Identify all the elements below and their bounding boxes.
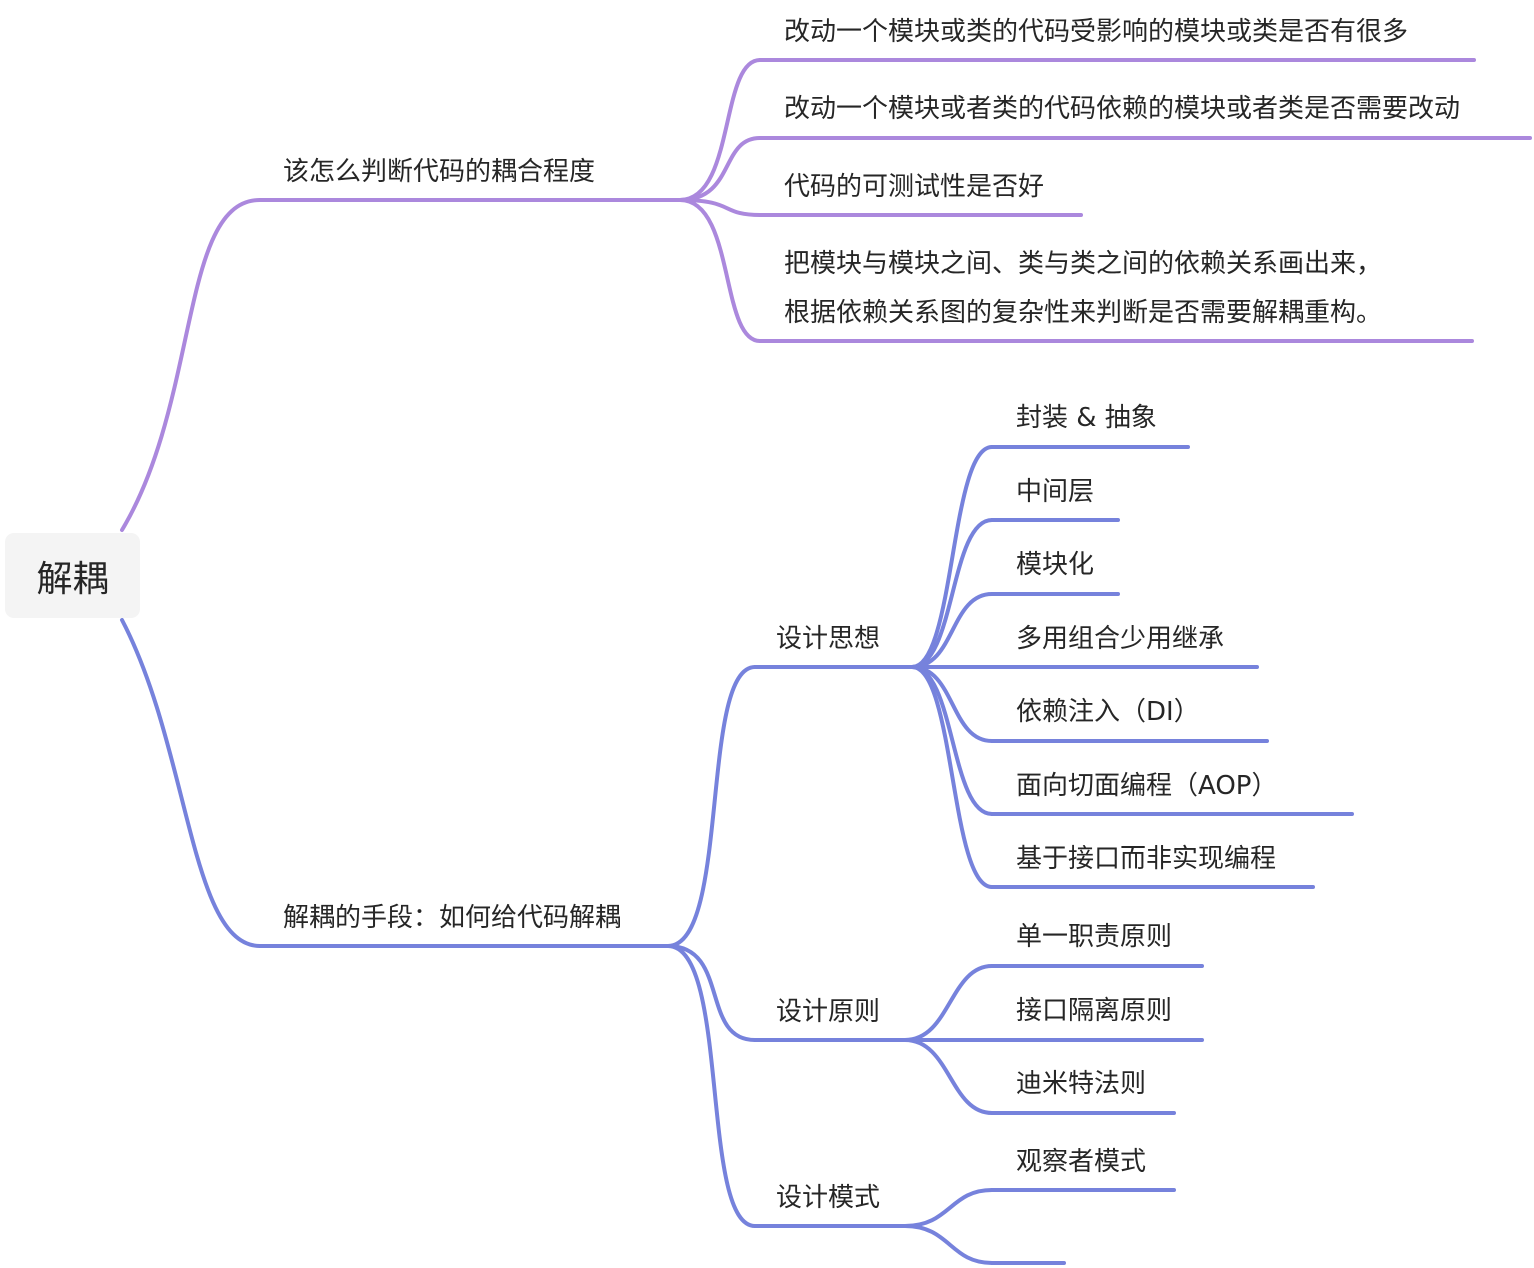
node-observer-pattern[interactable]: 观察者模式 (1016, 1147, 1147, 1177)
connector-judgement-child-2 (678, 136, 762, 202)
node-program-to-interface[interactable]: 基于接口而非实现编程 (1016, 844, 1277, 874)
node-coupling-judgement[interactable]: 该怎么判断代码的耦合程度 (283, 157, 596, 187)
node-middle-layer[interactable]: 中间层 (1016, 477, 1095, 507)
connector-ideas-child-2 (910, 518, 994, 669)
connector-principles-child-1 (903, 964, 994, 1042)
node-composition-over-inheritance[interactable]: 多用组合少用继承 (1016, 624, 1225, 654)
connector-ideas-child-5 (910, 665, 994, 743)
node-design-principles[interactable]: 设计原则 (776, 997, 881, 1027)
node-judgement-child-1[interactable]: 改动一个模块或类的代码受影响的模块或类是否有很多 (784, 17, 1409, 47)
connector-judgement-child-1 (678, 58, 762, 202)
connector-principles-child-3 (903, 1038, 994, 1115)
connector-root-to-coupling-judgement (120, 198, 262, 532)
connector-ideas-child-7 (910, 665, 994, 889)
node-design-patterns[interactable]: 设计模式 (776, 1183, 881, 1213)
connector-root-to-decoupling-methods (120, 618, 262, 948)
node-design-ideas[interactable]: 设计思想 (776, 624, 881, 654)
connector-methods-to-design-ideas (666, 665, 757, 948)
connector-methods-to-design-patterns (666, 944, 757, 1228)
connector-lines (120, 58, 994, 1265)
root-node[interactable]: 解耦 (5, 533, 140, 618)
node-dependency-injection[interactable]: 依赖注入（DI） (1016, 697, 1200, 727)
connector-ideas-child-1 (910, 445, 994, 669)
connector-ideas-child-3 (910, 592, 994, 669)
node-decoupling-methods[interactable]: 解耦的手段：如何给代码解耦 (283, 903, 622, 933)
node-encapsulation-abstraction[interactable]: 封装 & 抽象 (1016, 403, 1157, 433)
node-judgement-child-4-line-2[interactable]: 根据依赖关系图的复杂性来判断是否需要解耦重构。 (784, 298, 1383, 328)
node-aop[interactable]: 面向切面编程（AOP） (1016, 771, 1278, 801)
connector-judgement-child-3 (678, 198, 762, 217)
node-interface-segregation[interactable]: 接口隔离原则 (1016, 996, 1173, 1026)
connector-judgement-child-4 (678, 198, 762, 343)
connector-patterns-child-2 (903, 1224, 994, 1265)
connector-methods-to-design-principles (666, 944, 757, 1042)
node-underlines (258, 58, 1532, 1265)
root-node-label: 解耦 (36, 558, 109, 600)
node-modularization[interactable]: 模块化 (1016, 550, 1095, 580)
connector-patterns-child-1 (903, 1188, 994, 1228)
node-law-of-demeter[interactable]: 迪米特法则 (1016, 1069, 1147, 1099)
node-single-responsibility[interactable]: 单一职责原则 (1016, 922, 1173, 952)
node-judgement-child-4-line-1[interactable]: 把模块与模块之间、类与类之间的依赖关系画出来， (784, 249, 1383, 279)
node-judgement-child-3[interactable]: 代码的可测试性是否好 (784, 172, 1045, 202)
node-judgement-child-2[interactable]: 改动一个模块或者类的代码依赖的模块或者类是否需要改动 (784, 94, 1461, 124)
